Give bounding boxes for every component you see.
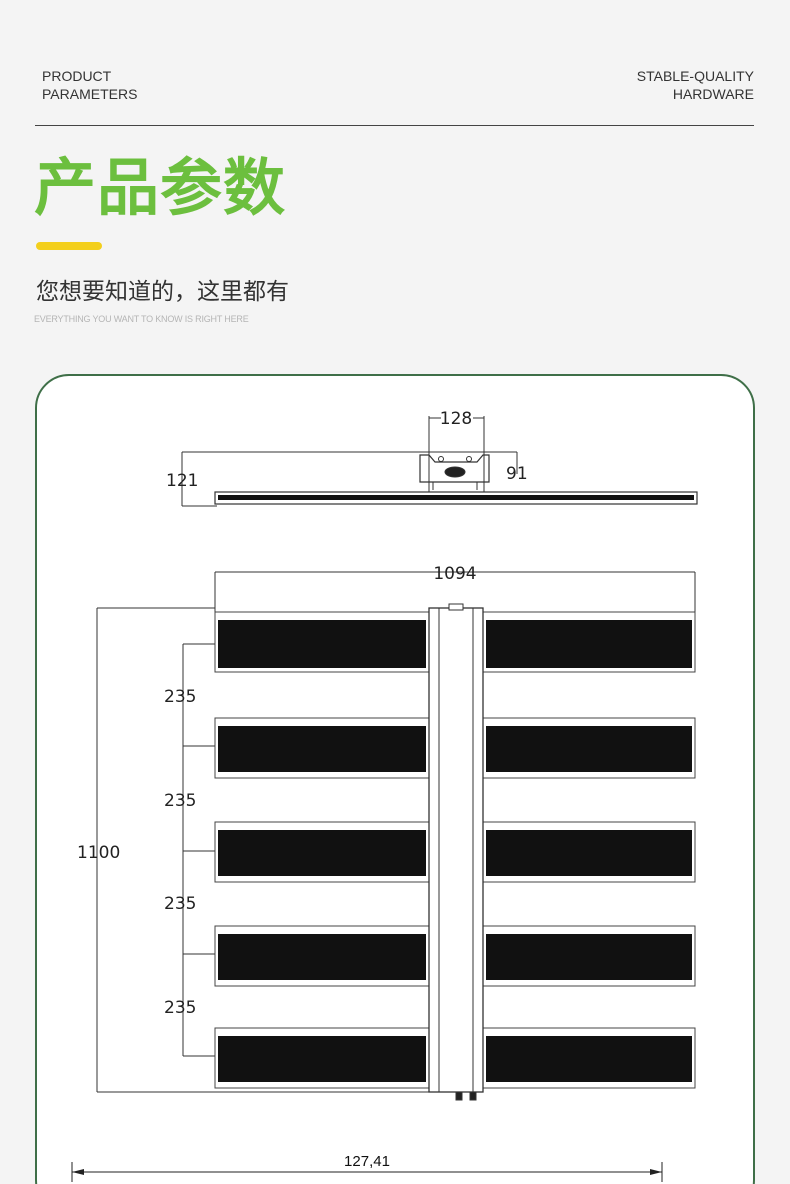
light-bar-5 [214,1027,696,1089]
dim-spacing-2: 235 [164,791,196,811]
header-left-line1: PRODUCT [42,68,112,84]
light-bar-1 [214,611,696,673]
dim-height-1100: 1100 [77,843,120,863]
side-view [181,416,698,507]
dim-width-128: 128 [440,409,472,429]
header-divider [35,125,754,126]
header-right: STABLE-QUALITY HARDWARE [637,67,754,103]
dim-spacing-3: 235 [164,894,196,914]
dim-depth-91: 91 [506,464,528,484]
dimension-drawing-card: 128 121 91 1094 1100 235 235 235 235 [35,374,755,1184]
title-accent-bar [36,242,102,250]
header-left-line2: PARAMETERS [42,86,138,102]
header-right-line2: HARDWARE [672,86,754,102]
dim-bottom-label: 127,41 [344,1153,390,1170]
dim-length-1094: 1094 [433,564,476,584]
dimension-drawing: 128 121 91 1094 1100 235 235 235 235 [71,409,698,1182]
section-subtitle: 您想要知道的，这里都有 [36,279,289,305]
light-bar-2 [214,717,696,779]
central-spine [428,603,484,1101]
header-left: PRODUCT PARAMETERS [42,67,137,103]
dim-spacing-4: 235 [164,998,196,1018]
light-bar-3 [214,821,696,883]
light-bar-4 [214,925,696,987]
header-right-line1: STABLE-QUALITY [636,68,754,84]
bottom-dimension [71,1162,663,1182]
dim-height-121: 121 [166,471,198,491]
section-subtitle-en: EVERYTHING YOU WANT TO KNOW IS RIGHT HER… [34,314,249,324]
front-view-dimensions [96,571,696,1093]
section-title: 产品参数 [34,151,287,224]
light-bars [214,611,696,1089]
dim-spacing-1: 235 [164,687,196,707]
